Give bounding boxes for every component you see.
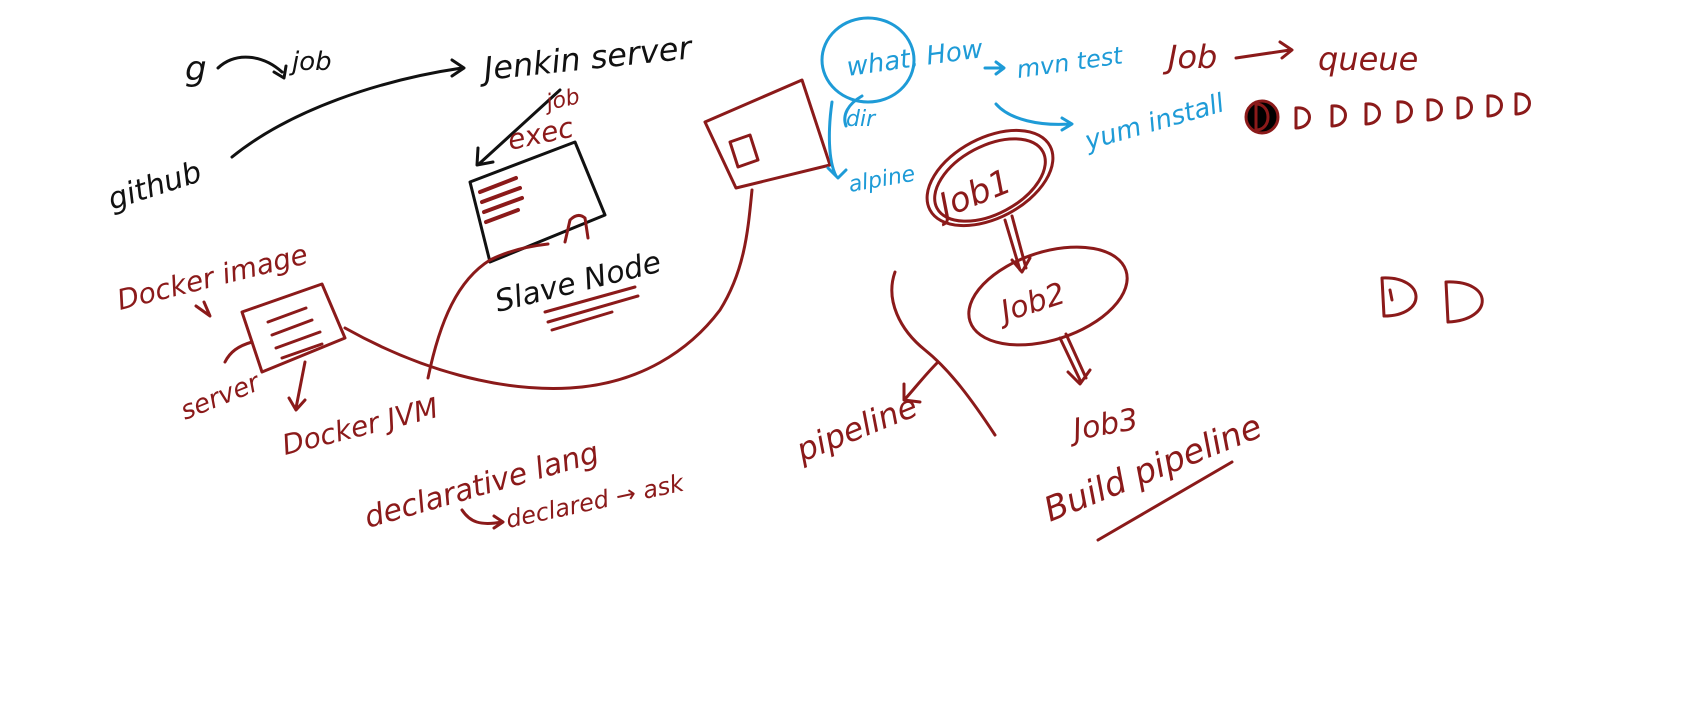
queue-item-3: [1330, 104, 1347, 128]
job3-label: Job3: [1065, 402, 1140, 449]
job-to-queue-arrow: [1234, 40, 1294, 60]
to-alpine-arrow: [826, 100, 848, 180]
github-label: github: [104, 155, 206, 218]
image-to-server-arrow: [223, 340, 254, 364]
declarative-arrow: [460, 508, 505, 530]
queue-item-1: [1254, 102, 1270, 132]
queue-item-8: [1486, 94, 1503, 118]
container-node-box: [703, 78, 832, 190]
what-how-label: what, How: [845, 34, 986, 83]
to-yum-install-arrow: [994, 102, 1074, 132]
git-to-job-arrowhead: [272, 64, 288, 80]
right-d-shape-1: [1380, 276, 1418, 318]
queue-item-6: [1426, 98, 1443, 122]
queue-item-9: [1514, 92, 1531, 116]
alpine-label: alpine: [847, 162, 917, 198]
job2-ring: [967, 245, 1129, 347]
queue-label: queue: [1318, 40, 1418, 78]
pipeline-bracket: [890, 270, 997, 437]
container-node-inner-box: [728, 133, 760, 169]
queue-item-4: [1364, 102, 1381, 126]
docker-image-content-lines: [266, 306, 324, 360]
jenkins-to-slave-arrow: [478, 88, 562, 165]
job1-ring-inner: [933, 137, 1047, 223]
server-label: server: [176, 367, 266, 427]
queue-item-2: [1294, 106, 1311, 130]
docker-image-label: Docker image: [114, 238, 311, 317]
job1-ring-outer: [925, 128, 1055, 228]
to-maven-test-arrow: [983, 60, 1006, 76]
jenkins-server-label: Jenkin server: [476, 28, 695, 88]
job-queue-items: [1244, 92, 1531, 135]
slave-node-underline: [543, 285, 640, 332]
yum-install-label: yum install: [1081, 88, 1229, 157]
queue-head-circle: [1244, 99, 1280, 135]
slave-node-door-icon: [563, 213, 590, 244]
docker-image-arrow: [194, 300, 212, 318]
job1-label: Job1: [928, 162, 1017, 229]
pipeline-arrow: [902, 360, 940, 404]
jenkins-to-slave-arrowhead: [475, 146, 495, 167]
docker-image-box: [240, 282, 347, 374]
slave-node-box: [468, 140, 607, 264]
job-queue-label: Job: [1162, 38, 1217, 76]
maven-test-label: mvn test: [1015, 41, 1126, 84]
github-to-jenkins-arrow: [230, 66, 464, 159]
image-to-jvm-arrow: [287, 360, 307, 412]
job2-to-job3-arrow: [1058, 332, 1092, 386]
queue-item-7: [1456, 96, 1473, 120]
dir-label: dir: [846, 107, 877, 132]
what-to-dir-line: [843, 94, 864, 128]
queue-item-5: [1396, 100, 1413, 124]
job2-label: Job2: [992, 276, 1070, 331]
exec-label: exec: [505, 111, 577, 157]
git-to-job-arrow: [216, 55, 284, 74]
git-label: g: [185, 49, 207, 89]
what-how-circle: [820, 16, 916, 104]
build-pipeline-underline: [1096, 460, 1234, 542]
curve-to-node-box: [343, 188, 754, 390]
right-d-shape-2: [1444, 280, 1484, 324]
curve-to-slave-node: [426, 242, 550, 380]
job-top-label: job: [289, 47, 332, 77]
slave-node-content-lines: [478, 176, 524, 224]
slave-node-label: Slave Node: [491, 245, 664, 320]
github-to-jenkins-arrowhead: [450, 58, 466, 78]
